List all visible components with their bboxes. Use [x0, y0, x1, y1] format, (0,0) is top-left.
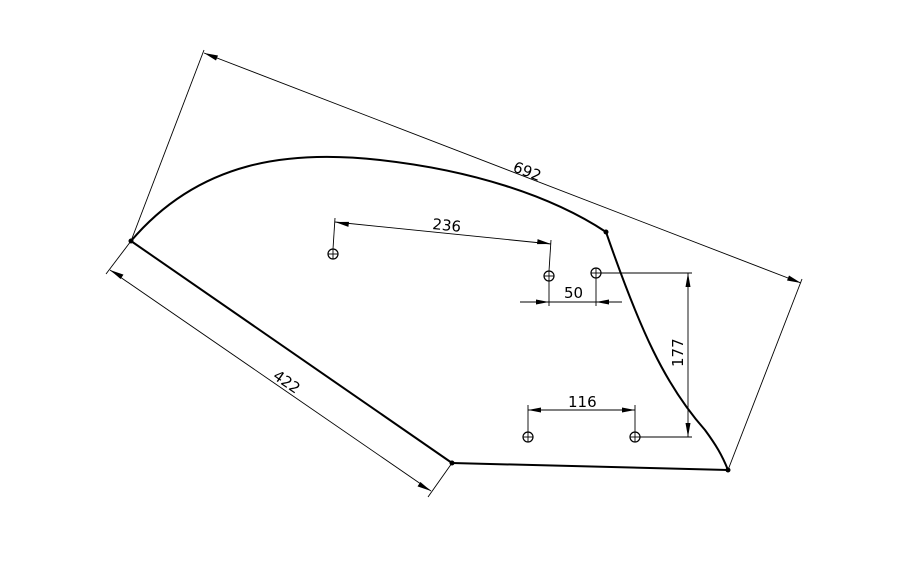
outline-left-edge — [130, 240, 453, 464]
hole-3 — [590, 267, 602, 279]
dimension-50: 50 — [520, 278, 622, 306]
part-outline — [128, 155, 731, 473]
hole-2 — [543, 270, 555, 282]
dimension-50-label: 50 — [564, 284, 583, 302]
dimension-692-label: 692 — [511, 158, 544, 185]
dimension-422: 422 — [105, 240, 453, 498]
hole-5 — [629, 431, 641, 443]
hole-1 — [327, 248, 339, 260]
vertex-top-right — [603, 229, 609, 235]
outline-bottom-edge — [451, 462, 729, 471]
dimension-236-label: 236 — [432, 215, 462, 236]
hole-4 — [522, 431, 534, 443]
dimension-422-label: 422 — [270, 366, 304, 397]
dimension-116: 116 — [527, 393, 636, 432]
dimension-692: 692 — [130, 49, 803, 471]
dimension-177: 177 — [601, 272, 692, 438]
dimension-116-label: 116 — [568, 393, 597, 411]
dimension-236: 236 — [332, 215, 552, 272]
outline-right-curve — [605, 231, 729, 471]
dimension-177-label: 177 — [669, 338, 687, 367]
outline-top-curve — [130, 155, 607, 242]
holes — [327, 248, 641, 443]
